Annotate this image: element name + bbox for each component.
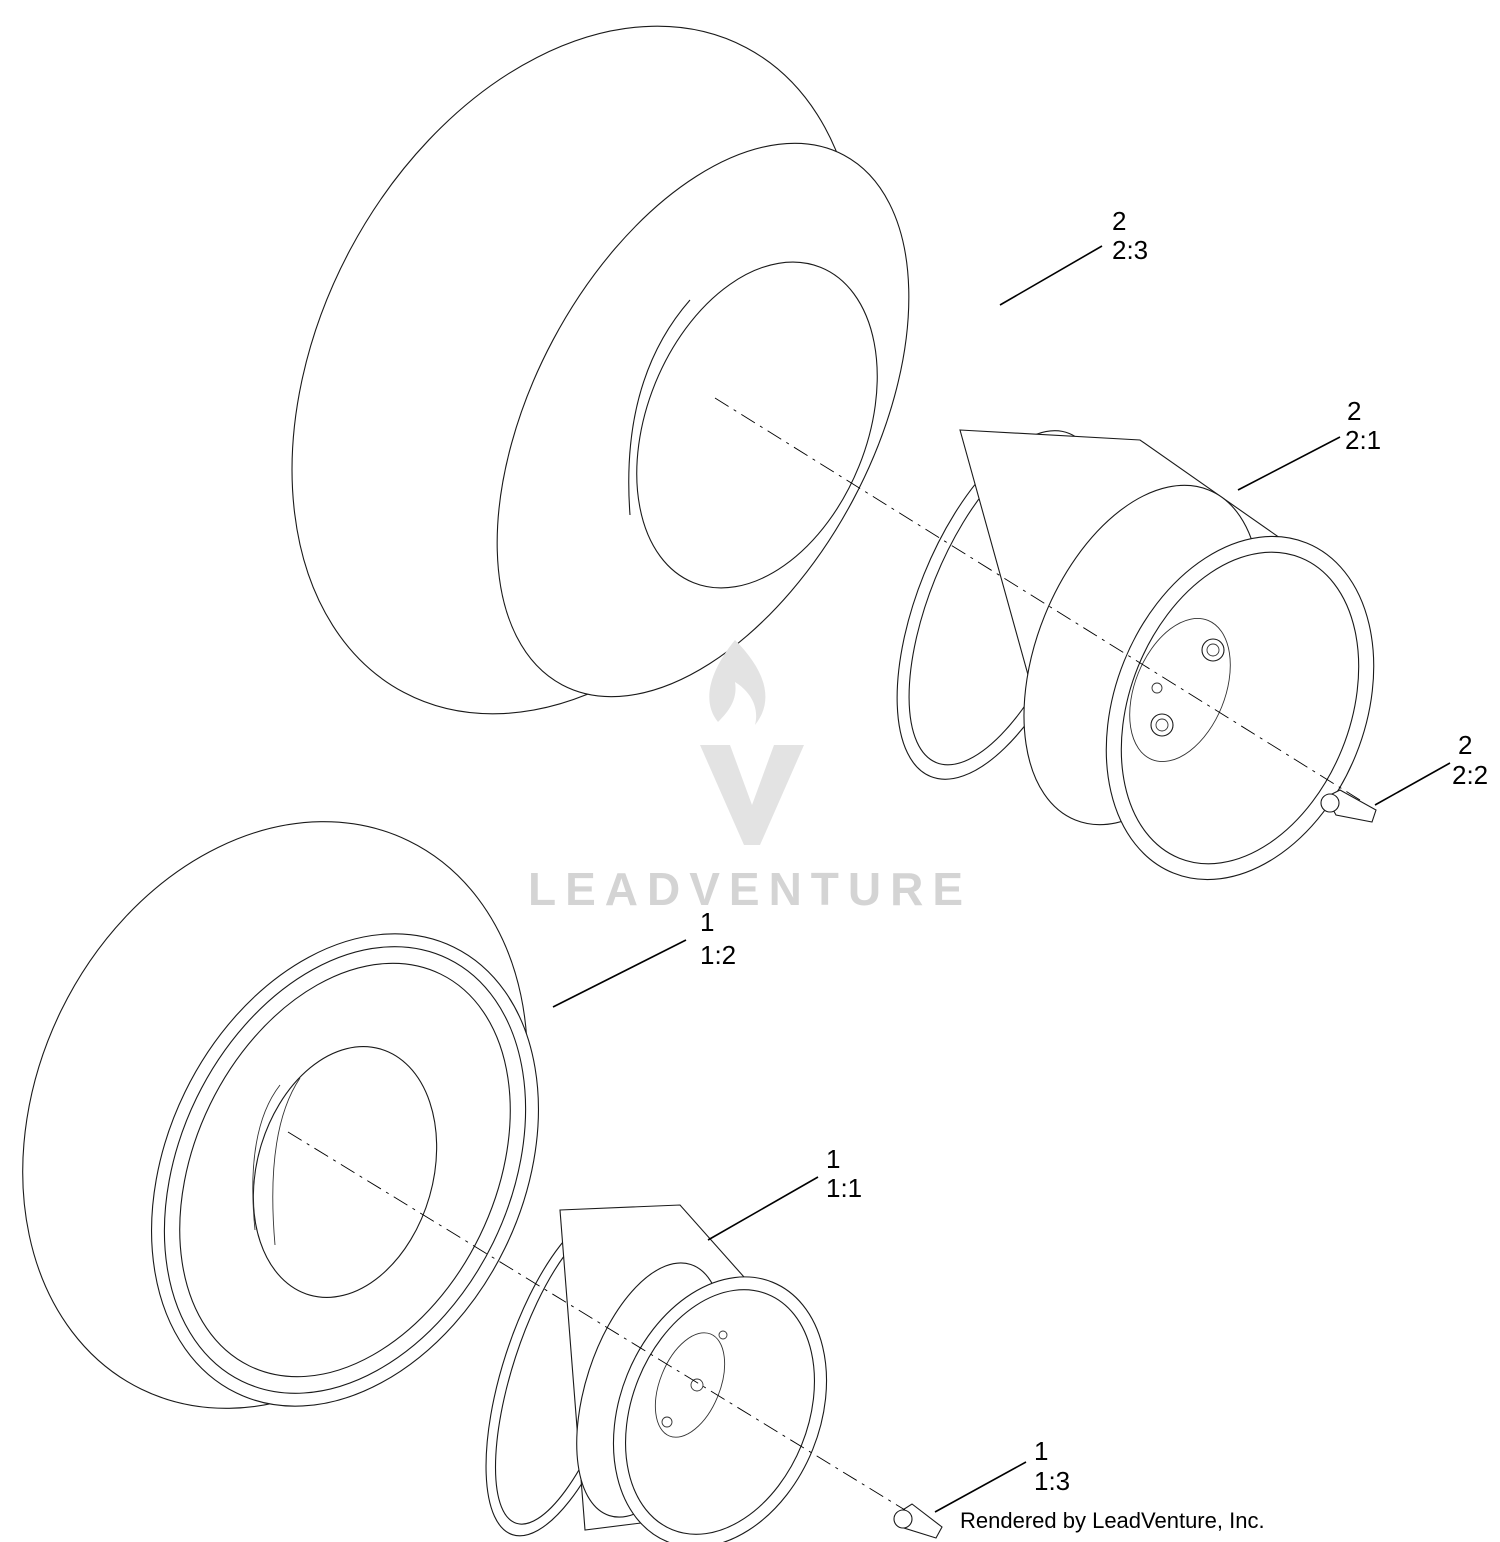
- callout-reference: 2:3: [1112, 235, 1148, 265]
- callout-rear-rim: 2 2:1: [1345, 396, 1381, 455]
- callout-number: 2: [1112, 206, 1126, 236]
- rear-valve-stem[interactable]: [1320, 789, 1377, 823]
- front-valve-stem[interactable]: [893, 1503, 943, 1539]
- callout-front-valve: 1 1:3: [1034, 1436, 1070, 1496]
- callout-rear-tire: 2 2:3: [1112, 206, 1148, 265]
- callout-number: 2: [1458, 730, 1472, 760]
- callout-front-rim: 1 1:1: [826, 1144, 862, 1203]
- render-credit: Rendered by LeadVenture, Inc.: [960, 1508, 1265, 1533]
- callout-number: 1: [1034, 1436, 1048, 1466]
- callout-reference: 2:2: [1452, 760, 1488, 790]
- leadventure-watermark: LEADVENTURE: [528, 640, 972, 915]
- rear-tire[interactable]: [178, 0, 993, 812]
- leader-rear-tire: [999, 245, 1103, 306]
- leader-rear-rim: [1237, 436, 1341, 491]
- rear-axis-line: [714, 397, 1361, 801]
- v-logo-icon: [700, 745, 804, 845]
- leader-front-rim: [707, 1176, 819, 1241]
- callout-reference: 2:1: [1345, 425, 1381, 455]
- rear-rim[interactable]: [855, 403, 1423, 920]
- callout-front-tire: 1 1:2: [700, 907, 736, 970]
- callout-rear-valve: 2 2:2: [1452, 730, 1488, 790]
- front-axis-line: [287, 1131, 906, 1511]
- callout-number: 1: [826, 1144, 840, 1174]
- leader-rear-valve: [1374, 762, 1451, 806]
- front-tire[interactable]: [0, 737, 623, 1494]
- callout-number: 2: [1347, 396, 1361, 426]
- flame-icon: [709, 640, 766, 725]
- leader-front-valve: [934, 1461, 1027, 1513]
- callout-number: 1: [700, 907, 714, 937]
- callout-reference: 1:3: [1034, 1466, 1070, 1496]
- callout-reference: 1:1: [826, 1173, 862, 1203]
- front-rim[interactable]: [454, 1192, 866, 1542]
- leader-front-tire: [552, 939, 687, 1008]
- watermark-text: LEADVENTURE: [528, 863, 972, 915]
- callout-reference: 1:2: [700, 940, 736, 970]
